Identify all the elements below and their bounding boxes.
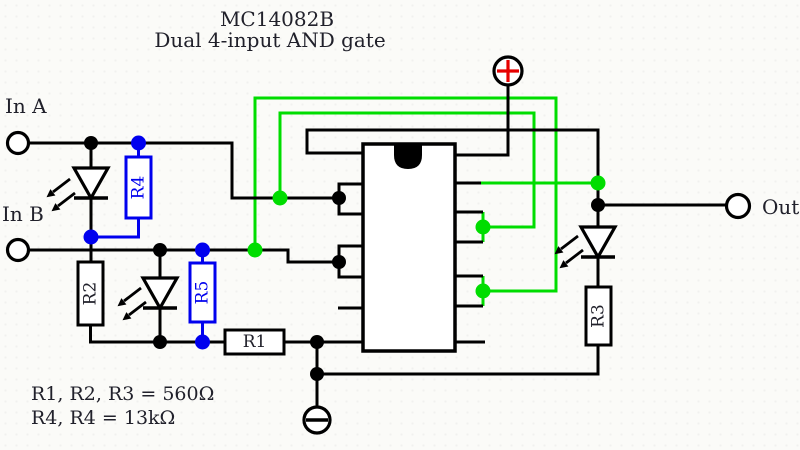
terminal-circle <box>724 192 752 220</box>
resistor-label: R1 <box>243 332 267 352</box>
schematic-subtitle: Dual 4-input AND gate <box>154 28 385 52</box>
in-b-wire <box>29 248 339 264</box>
in-b-label: In B <box>2 202 44 226</box>
resistor-label: R5 <box>193 281 213 305</box>
ic-mc14082b <box>361 142 457 353</box>
junction-dot <box>83 229 99 245</box>
in-b-terminal <box>5 237 31 263</box>
resistor-r1: R1 <box>223 328 286 356</box>
in-a-gate2-wire <box>278 111 536 229</box>
output-feedback-wire <box>305 128 600 227</box>
junction-dot <box>590 175 606 191</box>
out-label: Out <box>762 195 799 219</box>
gate-wiring-green <box>253 96 598 306</box>
r4-bottom-wire <box>95 218 140 239</box>
notes-line1: R1, R2, R3 = 560Ω <box>31 383 214 405</box>
led-triangle <box>578 225 618 261</box>
in-b-gate2-wire <box>253 96 558 293</box>
resistor-r4: R4 <box>124 155 153 220</box>
light-emission-arrows-icon <box>45 177 77 213</box>
resistor-body <box>188 261 217 324</box>
junction-dot <box>475 283 491 299</box>
negative-supply-terminal <box>302 405 332 435</box>
junction-dot <box>332 191 346 205</box>
resistor-body <box>124 155 153 220</box>
junction-dot <box>153 335 167 349</box>
light-emission-arrows-icon <box>553 234 585 270</box>
plus-icon <box>497 60 519 82</box>
resistor-body <box>76 260 105 327</box>
junction-dot <box>247 242 263 258</box>
led-triangle <box>140 276 180 312</box>
junction-dot <box>272 190 288 206</box>
terminal-circle <box>5 130 31 156</box>
bottom-rail-wire <box>317 345 600 376</box>
in-a-terminal <box>5 130 31 156</box>
junction-dot <box>84 136 98 150</box>
junction-dot <box>195 334 210 350</box>
resistor-r3: R3 <box>584 285 613 347</box>
junction-dot <box>332 255 346 269</box>
junction-dot <box>475 219 491 235</box>
junction-dot <box>591 198 605 212</box>
resistor-body <box>223 328 286 356</box>
out-terminal <box>724 192 752 220</box>
resistor-body <box>584 285 613 347</box>
resistor-label: R4 <box>129 176 149 200</box>
notes-line2: R4, R4 = 13kΩ <box>31 407 175 429</box>
schematic-title: MC14082B <box>220 7 334 31</box>
vdd-wire <box>455 85 510 157</box>
resistor-r2: R2 <box>76 260 105 327</box>
resistor-label: R2 <box>81 282 101 306</box>
in-a-label: In A <box>5 94 47 118</box>
junction-dot <box>310 335 324 349</box>
junction-dot <box>153 243 167 257</box>
r2-bottom-rail-wire <box>89 325 225 344</box>
ic-pin1-notch <box>394 144 422 169</box>
junction-dot <box>131 135 146 151</box>
positive-supply-terminal <box>492 55 524 87</box>
led-in-b <box>116 250 180 342</box>
junction-dot <box>195 242 210 258</box>
ic-body <box>361 142 457 353</box>
junction-dots <box>83 135 606 381</box>
led-out <box>553 205 618 287</box>
main-wiring <box>29 85 726 407</box>
resistor-r5: R5 <box>188 261 217 324</box>
led-triangle <box>71 166 111 202</box>
led-in-a <box>45 143 111 262</box>
terminal-circle <box>5 237 31 263</box>
resistor-label: R3 <box>589 304 609 328</box>
junction-dot <box>310 367 324 381</box>
light-emission-arrows-icon <box>116 286 148 322</box>
